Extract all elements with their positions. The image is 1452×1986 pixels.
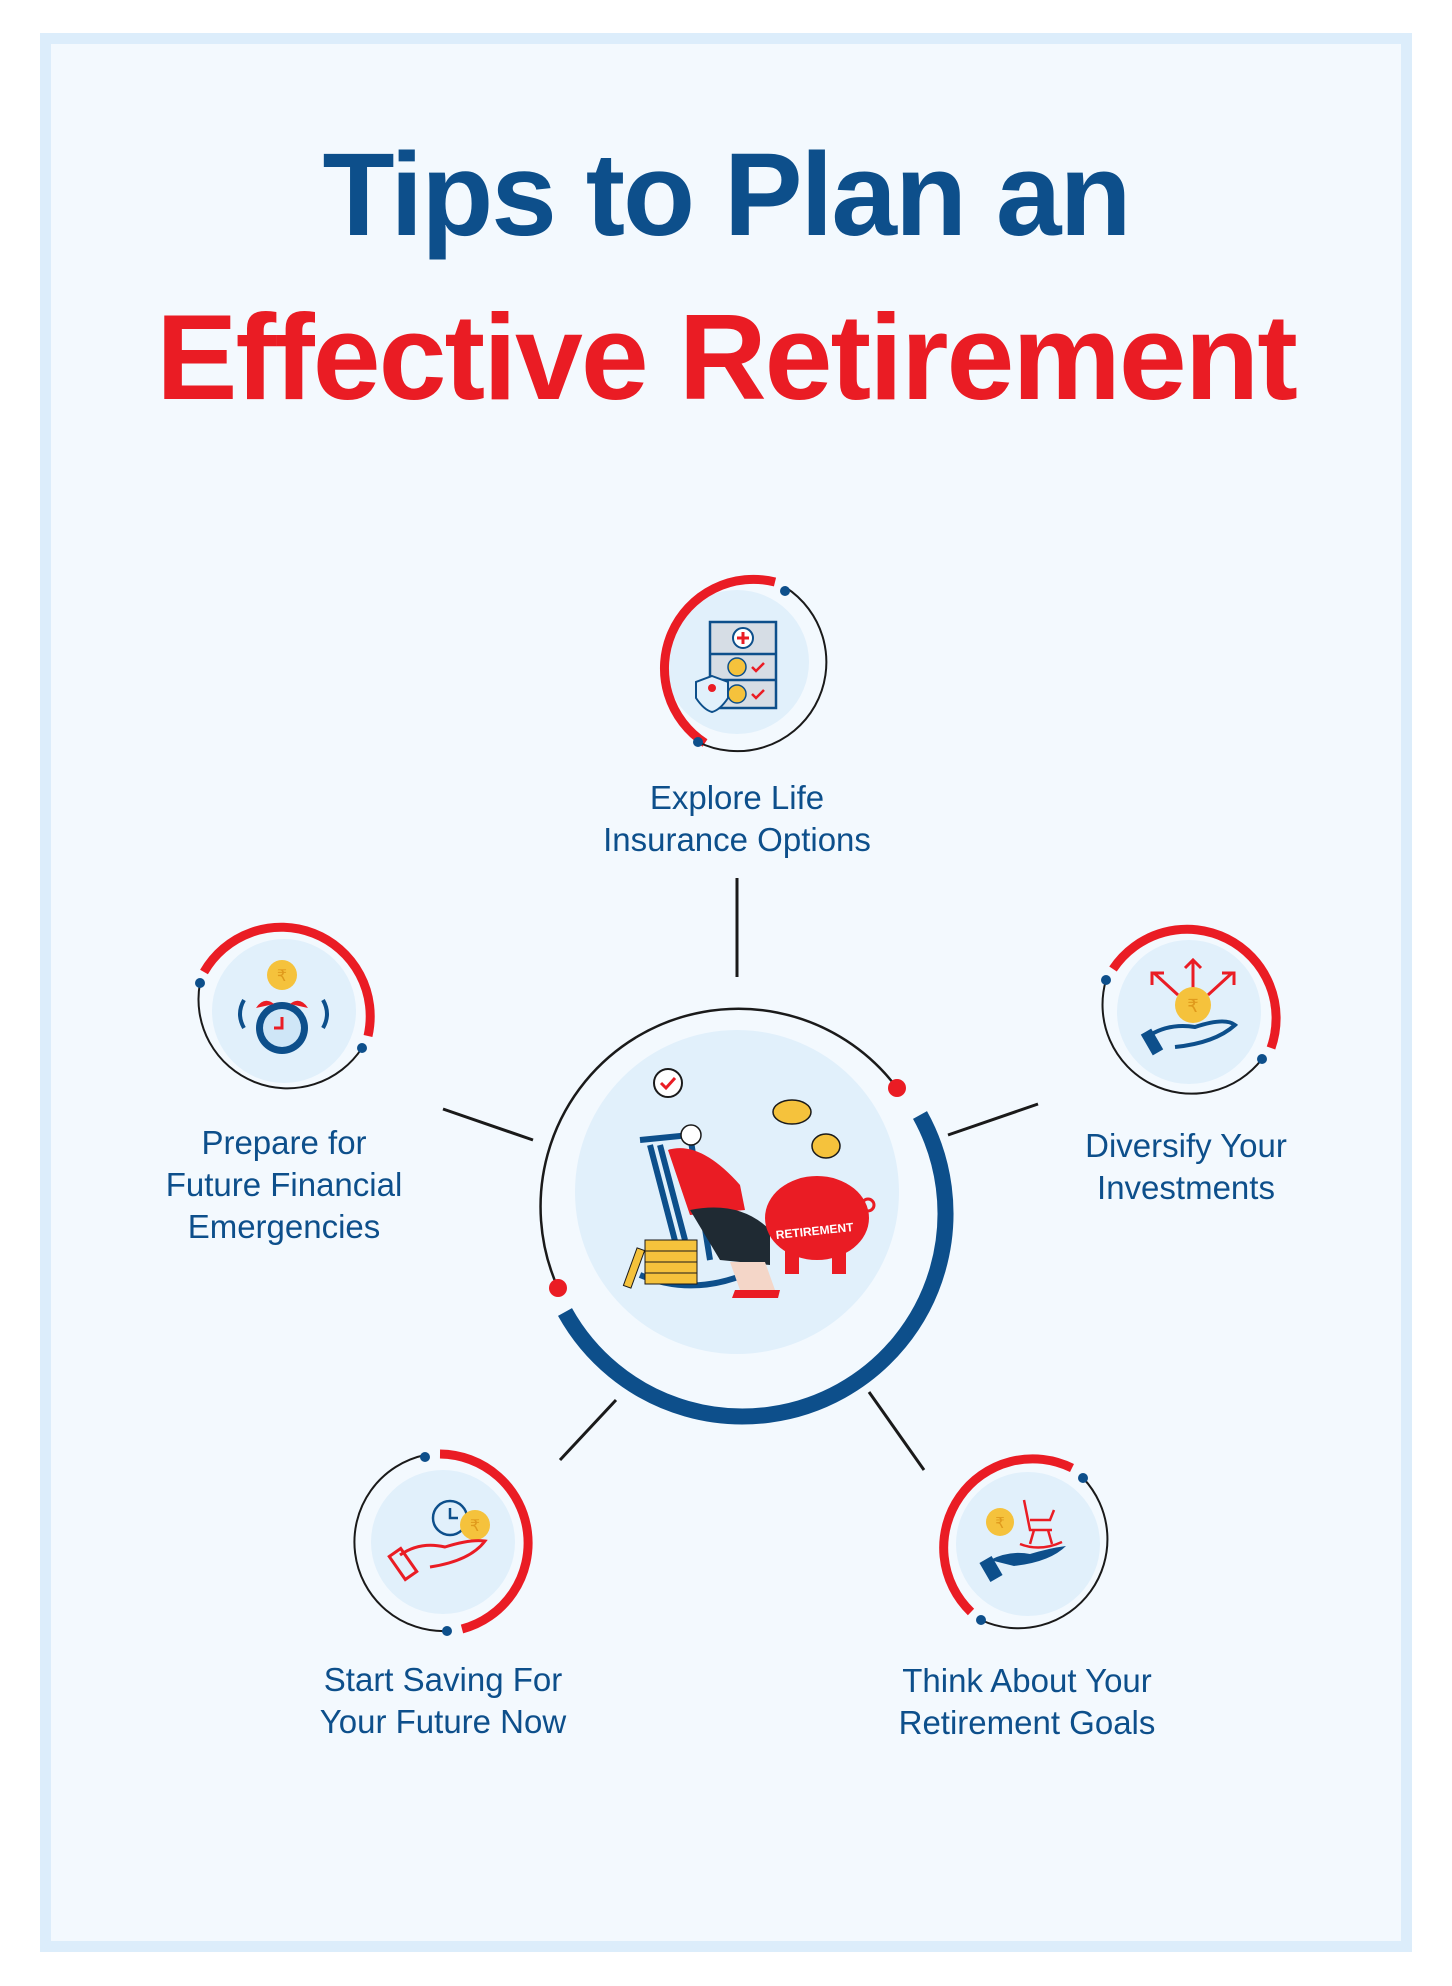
insurance-document-icon xyxy=(695,620,778,714)
tip-label-diversify: Diversify Your Investments xyxy=(1085,1127,1287,1206)
tip-circle-emergencies: ₹ xyxy=(195,922,375,1090)
alarm-clock-rupee-icon: ₹ xyxy=(238,960,329,1054)
svg-text:₹: ₹ xyxy=(995,1514,1005,1532)
tip-label-start-saving: Start Saving For Your Future Now xyxy=(319,1661,567,1740)
svg-text:₹: ₹ xyxy=(277,966,287,985)
connector-left xyxy=(442,1107,534,1142)
title-line-1: Tips to Plan an xyxy=(322,129,1131,261)
title-line-2: Effective Retirement xyxy=(156,289,1298,425)
svg-text:₹: ₹ xyxy=(470,1516,480,1535)
hand-rupee-arrows-icon: ₹ xyxy=(1140,957,1239,1056)
tip-circle-start-saving: ₹ xyxy=(353,1449,533,1636)
tip-circle-retirement-goals: ₹ xyxy=(939,1454,1109,1630)
tip-label-emergencies: Prepare for Future Financial Emergencies xyxy=(165,1124,403,1245)
svg-text:₹: ₹ xyxy=(1187,996,1198,1017)
retirement-illustration-icon: RETIREMENT xyxy=(622,1068,876,1298)
red-dot-icon xyxy=(549,1279,567,1297)
connector-lines xyxy=(442,878,1039,1471)
tip-label-life-insurance: Explore Life Insurance Options xyxy=(603,779,871,858)
connector-bottom-right xyxy=(867,1391,926,1471)
connector-right xyxy=(947,1102,1039,1137)
hand-rocking-chair-rupee-icon: ₹ xyxy=(979,1499,1066,1583)
tip-label-retirement-goals: Think About Your Retirement Goals xyxy=(898,1662,1156,1741)
red-dot-icon xyxy=(888,1079,906,1097)
hand-clock-rupee-icon: ₹ xyxy=(387,1499,490,1582)
center-hub: RETIREMENT xyxy=(539,1007,954,1425)
tip-circle-diversify: ₹ xyxy=(1101,924,1281,1095)
connector-bottom-left xyxy=(558,1398,618,1462)
tip-circle-life-insurance xyxy=(660,574,828,753)
